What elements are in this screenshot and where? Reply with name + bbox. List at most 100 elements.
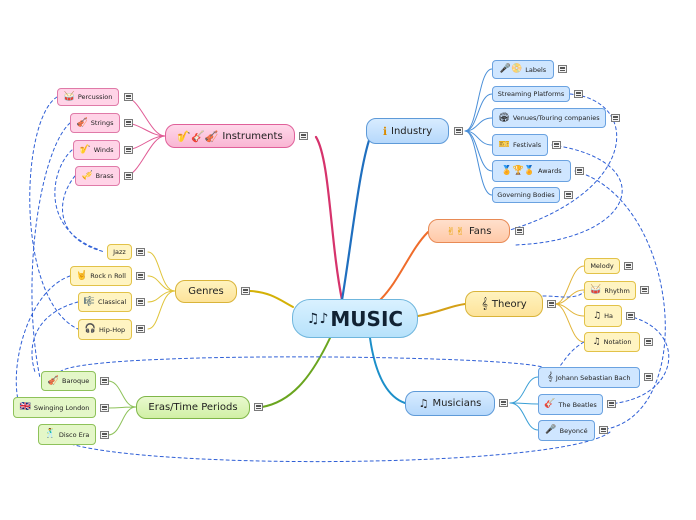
menu-icon[interactable] [100,404,109,412]
menu-icon[interactable] [607,400,616,408]
menu-icon[interactable] [611,114,620,122]
menu-icon[interactable] [499,399,508,407]
menu-icon[interactable] [644,373,653,381]
leaf-label: Labels [525,65,547,74]
branch-theory[interactable]: 𝄞 Theory [465,291,543,317]
treble-clef-icon: 𝄞 [481,297,488,310]
menu-icon[interactable] [644,338,653,346]
menu-icon[interactable] [100,377,109,385]
leaf-percussion[interactable]: 🥁 Percussion [57,88,119,106]
menu-icon[interactable] [552,141,561,149]
branch-genres-label: Genres [188,286,224,297]
leaf-classical[interactable]: 🎼 Classical [78,292,132,312]
leaf-label: Disco Era [58,430,90,439]
drum-icon: 🥁 [63,91,75,102]
menu-icon[interactable] [558,65,567,73]
leaf-rock-n-roll[interactable]: 🤘 Rock n Roll [70,266,132,286]
leaf-brass[interactable]: 🎺 Brass [75,166,120,186]
menu-icon[interactable] [254,403,263,411]
rock-hand-icon: 🤘 [76,270,88,281]
leaf-hip-hop[interactable]: 🎧 Hip-Hop [78,319,132,340]
instruments-icon: 🎷🎸🎻 [177,129,219,143]
ticket-icon: 🎫 [498,139,511,150]
menu-icon[interactable] [564,191,573,199]
leaf-awards[interactable]: 🏅🏆🏅 Awards [492,160,571,182]
leaf-notation[interactable]: ♫ Notation [584,332,640,352]
info-icon: ℹ [382,124,388,138]
menu-icon[interactable] [124,172,133,180]
treble-clef-icon: 𝄞 [547,372,553,382]
leaf-label: Strings [90,119,114,127]
leaf-label: Winds [93,146,114,154]
dancer-icon: 🕺 [44,429,56,439]
leaf-winds[interactable]: 🎷 Winds [73,140,120,160]
leaf-disco-era[interactable]: 🕺 Disco Era [38,424,96,445]
microphone-record-icon: 🎤📀 [499,64,523,74]
sheet-music-icon: 🎼 [83,296,95,307]
leaf-label: Hip-Hop [99,325,126,334]
leaf-label: Ha [604,312,613,320]
menu-icon[interactable] [136,325,145,333]
menu-icon[interactable] [136,298,145,306]
branch-musicians-label: Musicians [432,398,482,409]
leaf-jazz[interactable]: Jazz [107,244,132,260]
leaf-festivals[interactable]: 🎫 Festivals [492,134,548,156]
menu-icon[interactable] [515,227,524,235]
branch-line-fans [379,231,429,301]
menu-icon[interactable] [626,312,635,320]
leaf-label: Classical [97,298,127,306]
branch-industry[interactable]: ℹ Industry [366,118,449,144]
leaf-ha[interactable]: ♫ Ha [584,305,622,327]
menu-icon[interactable] [575,167,584,175]
menu-icon[interactable] [124,93,133,101]
menu-icon[interactable] [624,262,633,270]
link-streaming-fans [509,93,618,231]
menu-icon[interactable] [454,127,463,135]
peace-hands-icon: ✌✌ [446,224,465,238]
branch-theory-label: Theory [491,298,527,310]
menu-icon[interactable] [136,272,145,280]
branch-genres[interactable]: Genres [175,280,237,303]
menu-icon[interactable] [547,300,556,308]
uk-flag-icon: 🇬🇧 [19,402,31,412]
menu-icon[interactable] [640,286,649,294]
branch-fans-label: Fans [468,225,492,237]
branch-industry-label: Industry [391,125,433,137]
leaf-streaming-platforms[interactable]: Streaming Platforms [492,86,570,102]
branch-instruments[interactable]: 🎷🎸🎻 Instruments [165,124,295,148]
branch-eras-label: Eras/Time Periods [148,402,238,413]
branch-musicians[interactable]: ♫ Musicians [405,391,495,416]
menu-icon[interactable] [599,426,608,434]
leaf-bach[interactable]: 𝄞 Johann Sebastian Bach [538,367,640,388]
leaf-beatles[interactable]: 🎸 The Beatles [538,394,603,415]
leaf-baroque[interactable]: 🎻 Baroque [41,371,96,391]
menu-icon[interactable] [136,248,145,256]
link-brass-jazz [62,175,106,253]
leaf-label: The Beatles [558,400,597,409]
medals-icon: 🏅🏆🏅 [501,165,536,176]
trumpet-icon: 🎺 [81,170,93,181]
branch-fans[interactable]: ✌✌ Fans [428,219,510,243]
leaf-beyonce[interactable]: 🎤 Beyoncé [538,420,595,441]
link-awards-beyonce [574,170,666,431]
leaf-swinging-london[interactable]: 🇬🇧 Swinging London [13,397,96,418]
menu-icon[interactable] [124,119,133,127]
menu-icon[interactable] [299,132,308,140]
center-topic-music[interactable]: ♫♪ MUSIC [292,299,418,338]
leaf-venues[interactable]: 🏟 Venues/Touring companies [492,108,606,128]
menu-icon[interactable] [100,431,109,439]
leaf-labels[interactable]: 🎤📀 Labels [492,60,554,79]
leaf-rhythm[interactable]: 🥁 Rhythm [584,281,636,300]
guitar-icon: 🎸 [544,399,556,409]
leaf-label: Governing Bodies [497,191,555,199]
link-ha-beatles [606,315,670,405]
branch-eras[interactable]: Eras/Time Periods [136,396,250,419]
leaf-strings[interactable]: 🎻 Strings [70,113,120,133]
leaf-label: Awards [538,167,562,175]
menu-icon[interactable] [241,287,250,295]
leaf-governing-bodies[interactable]: Governing Bodies [492,187,560,203]
leaf-melody[interactable]: Melody [584,258,620,274]
menu-icon[interactable] [574,90,583,98]
menu-icon[interactable] [124,146,133,154]
